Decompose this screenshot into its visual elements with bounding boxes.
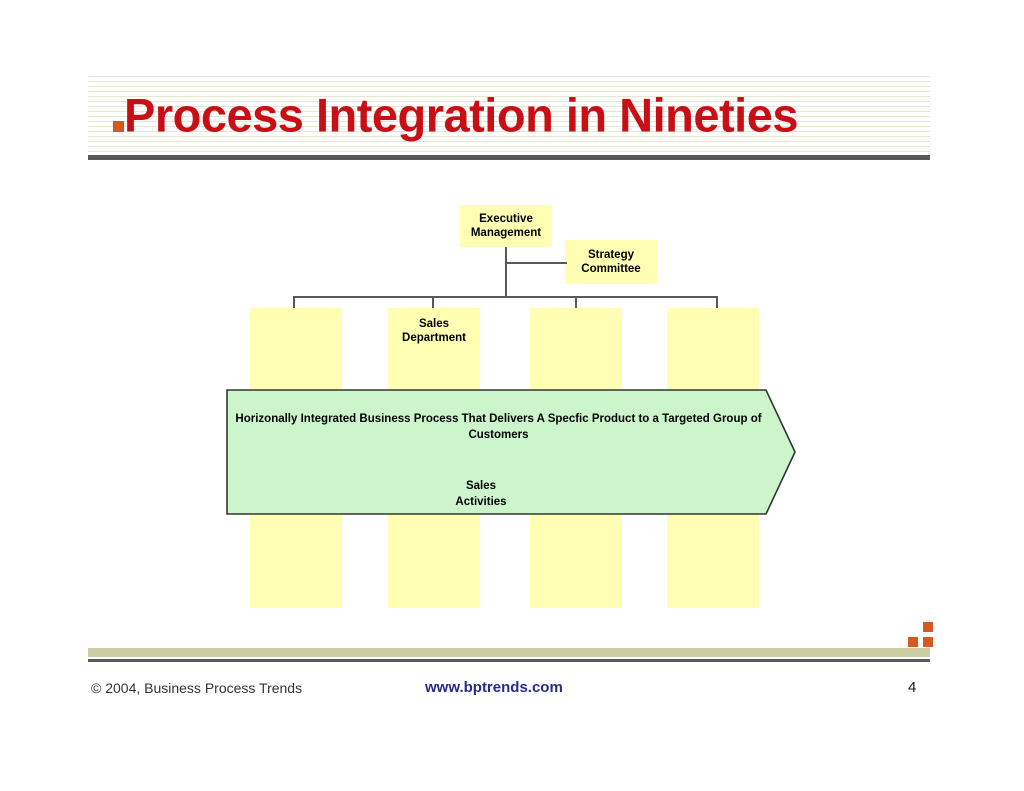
exec-line-2: Management xyxy=(470,227,542,240)
footer-divider-rule xyxy=(88,659,930,662)
connector-drop-4 xyxy=(716,296,718,308)
connector-drop-1 xyxy=(293,296,295,308)
decorative-square-top xyxy=(923,622,933,632)
title-bullet-icon xyxy=(113,121,124,132)
decorative-square-bottom-right xyxy=(923,637,933,647)
page-title: Process Integration in Nineties xyxy=(124,88,799,142)
decorative-square-bottom-left xyxy=(908,637,918,647)
lane-2-line-1: Sales xyxy=(418,318,450,330)
strategy-line-2: Committee xyxy=(581,263,641,275)
box-strategy-committee: Strategy Committee xyxy=(565,240,657,284)
process-arrow-subtext: Sales Activities xyxy=(226,479,736,510)
exec-line-1: Executive xyxy=(479,213,533,225)
footer-url-link[interactable]: www.bptrends.com xyxy=(425,679,563,696)
lane-2-bottom xyxy=(388,508,480,608)
connector-exec-vertical xyxy=(505,247,507,297)
decorative-squares-icon xyxy=(908,622,944,648)
connector-main-bus xyxy=(293,296,717,298)
process-arrow-sub-line-2: Activities xyxy=(455,495,507,508)
lane-1-bottom xyxy=(250,508,342,608)
footer-page-number: 4 xyxy=(908,679,917,696)
footer-copyright: © 2004, Business Process Trends xyxy=(91,680,303,696)
process-arrow-polygon xyxy=(226,389,796,515)
lane-4-bottom xyxy=(667,508,759,608)
footer-accent-bar xyxy=(88,648,930,657)
lane-4-top xyxy=(667,308,759,398)
lane-3-top xyxy=(530,308,622,398)
process-arrow-headline: Horizonally Integrated Business Process … xyxy=(235,413,762,442)
process-arrow-shape: Horizonally Integrated Business Process … xyxy=(226,389,796,515)
title-band: Process Integration in Nineties xyxy=(88,76,930,154)
box-executive-management: Executive Management xyxy=(460,205,552,247)
connector-drop-3 xyxy=(575,296,577,308)
connector-drop-2 xyxy=(432,296,434,308)
title-divider-rule xyxy=(88,155,930,160)
lane-2-top: Sales Department xyxy=(388,308,480,398)
lane-1-top xyxy=(250,308,342,398)
connector-strategy-horizontal xyxy=(505,262,567,264)
lane-3-bottom xyxy=(530,508,622,608)
strategy-line-1: Strategy xyxy=(587,248,635,261)
lane-2-line-2: Department xyxy=(402,332,466,345)
process-arrow-sub-line-1: Sales xyxy=(465,480,497,492)
